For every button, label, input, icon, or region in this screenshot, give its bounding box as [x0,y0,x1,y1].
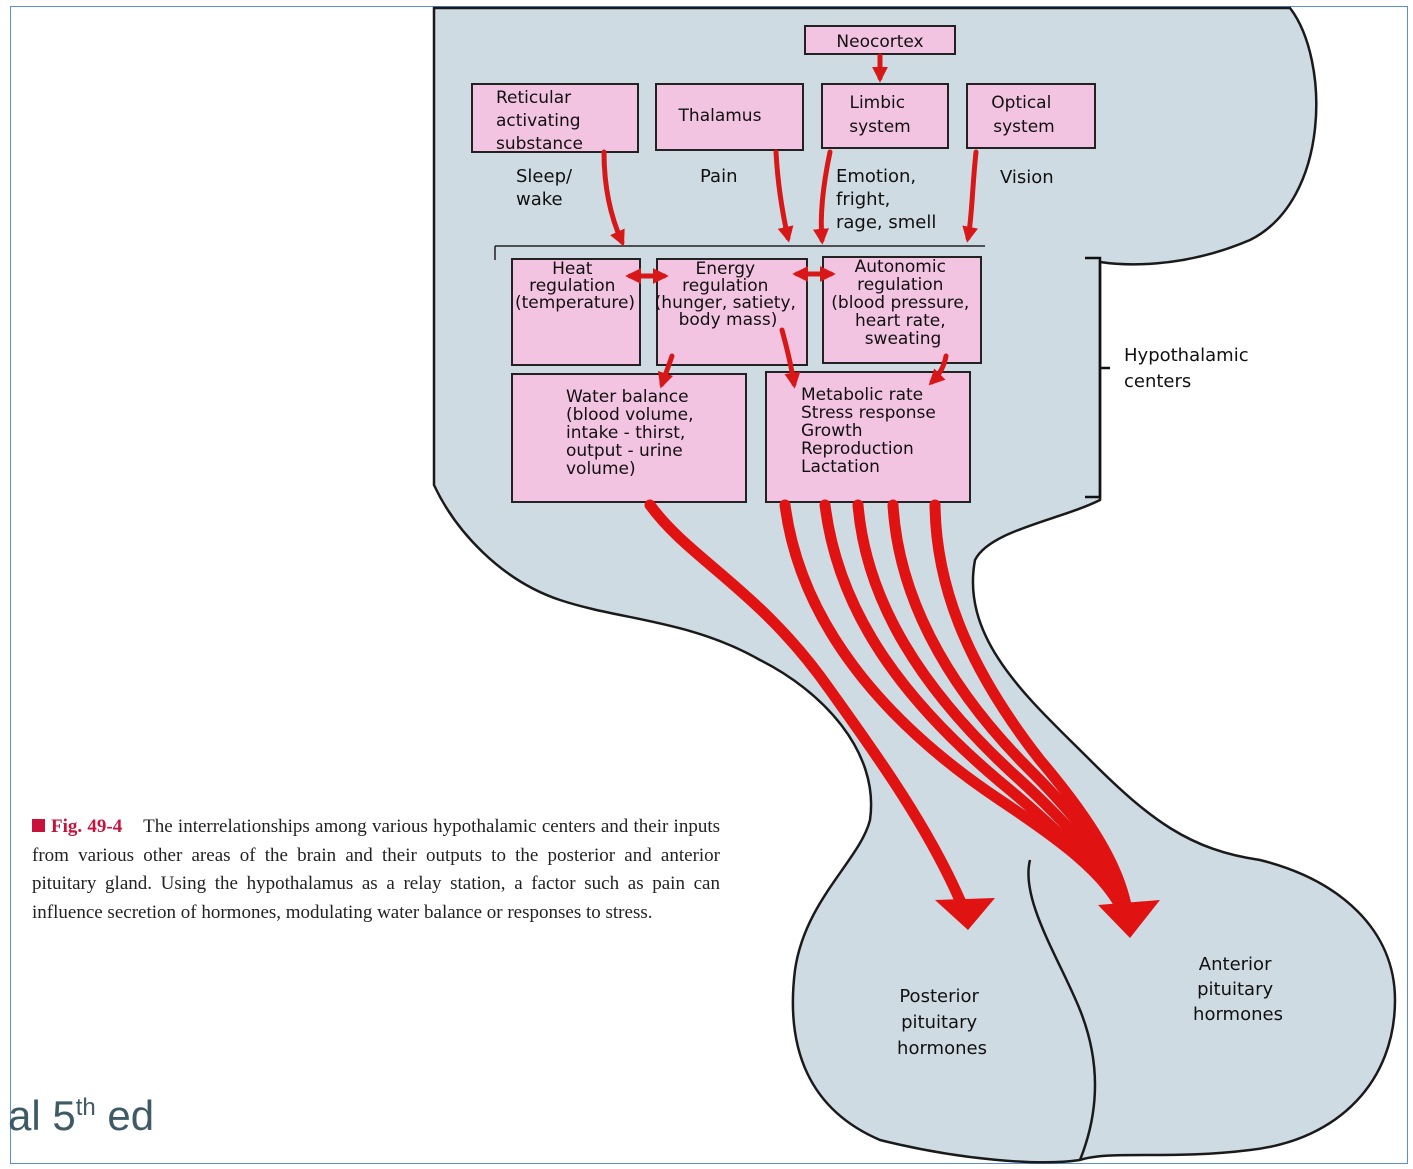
heat-label: Heat regulation (temperature) [515,259,635,313]
optical-box [966,83,1096,149]
sleep-wake-label: Sleep/ wake [516,166,578,210]
energy-box [656,258,808,366]
water-box [511,373,747,503]
limbic-arrow [813,149,833,245]
autonomic-label: Autonomic regulation (blood pressure, he… [831,257,974,349]
limbic-box [821,83,949,149]
posterior-pituitary-label: Posterior pituitary hormones [897,986,987,1059]
edition-label: al 5th ed [8,1092,154,1140]
posterior-output-path [644,499,968,911]
water-label: Water balance (blood volume, intake - th… [566,387,699,479]
figure-caption: Fig. 49-4 The interrelationships among v… [32,813,720,927]
reticular-label: Reticular activating substance [496,88,586,154]
hypothalamic-bracket [1085,256,1110,499]
optical-label: Optical system [991,93,1056,137]
neocortex-label: Neocortex [836,32,923,52]
caption-text: The interrelationships among various hyp… [32,816,721,923]
energy-water-arrow [657,353,675,389]
autonomic-metabolic-arrow [928,353,949,386]
emotion-label: Emotion, fright, rage, smell [836,166,936,233]
autonomic-box [822,256,982,364]
slide-frame [10,6,1408,1164]
anterior-output-5 [929,499,1132,911]
energy-label: Energy regulation (hunger, satiety, body… [655,259,802,330]
energy-metabolic-arrow [779,327,801,389]
anterior-arrowhead [1098,900,1160,938]
anterior-output-2 [819,499,1126,911]
anterior-output-3 [852,499,1128,911]
posterior-arrowhead [935,898,995,930]
hypothalamic-centers-label: Hypothalamic centers [1124,345,1254,392]
edition-sup: th [75,1094,96,1121]
pain-arrow [773,149,794,243]
heat-box [511,258,641,366]
sleep-arrow [601,149,625,247]
limbic-label: Limbic system [849,93,910,137]
vision-arrow [962,149,979,243]
caption-square-icon [32,819,45,832]
pituitary-divider [1027,859,1097,1161]
edition-suffix: ed [95,1092,155,1139]
pain-label: Pain [700,166,738,187]
metabolic-label: Metabolic rate Stress response Growth Re… [801,385,941,477]
thalamus-label: Thalamus [678,106,762,126]
thalamus-box [655,83,804,151]
centers-top-line [494,245,985,260]
metabolic-box [765,371,971,503]
anterior-pituitary-label: Anterior pituitary hormones [1193,954,1283,1025]
reticular-box [471,83,639,153]
edition-prefix: al 5 [8,1092,76,1139]
vision-label: Vision [1000,167,1054,188]
figure-number: Fig. 49-4 [51,816,123,837]
